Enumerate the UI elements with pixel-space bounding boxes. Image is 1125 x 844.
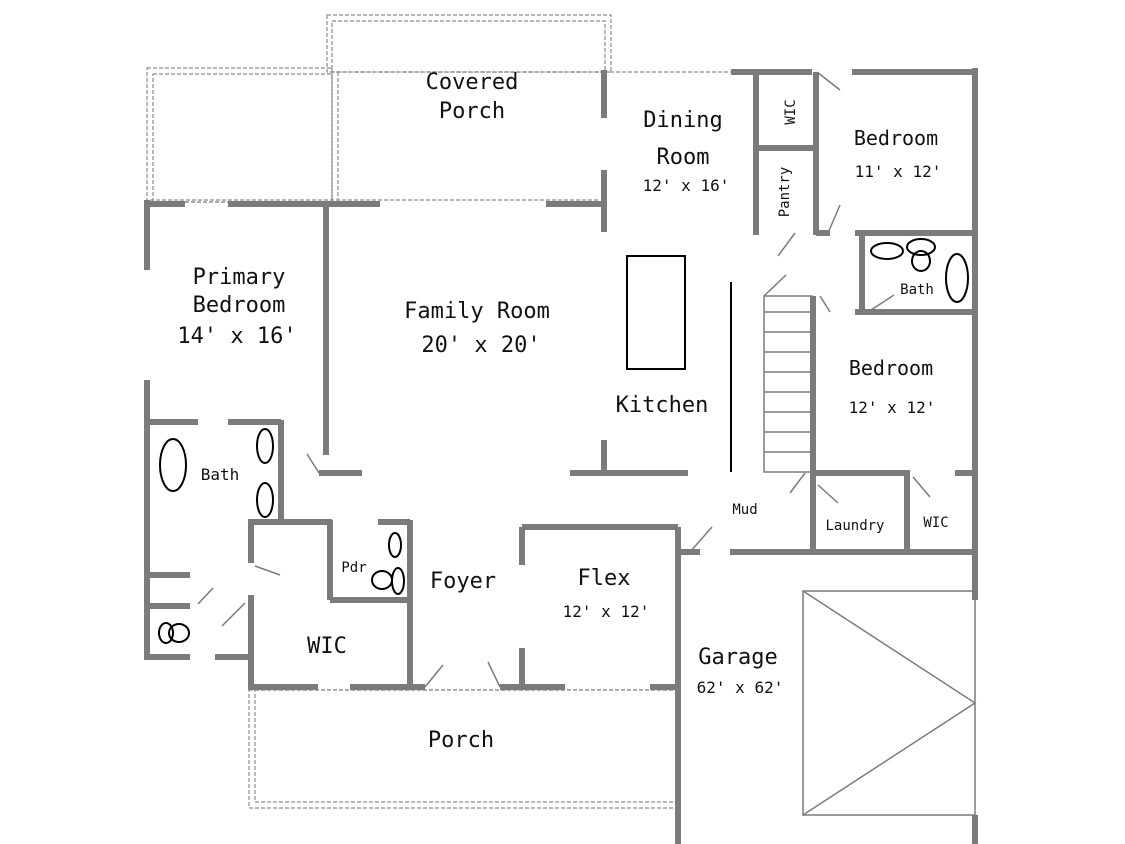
fixtures-thin [197, 71, 977, 816]
sink-icon [906, 238, 936, 256]
toilet-icon [391, 567, 405, 595]
porch-label: Porch [428, 728, 494, 753]
pdr-label: Pdr [341, 560, 366, 576]
door-swings [197, 71, 931, 688]
family-room-label: Family Room [404, 299, 550, 324]
sink-icon [256, 482, 274, 518]
family-room-size: 20' x 20' [421, 333, 540, 358]
wic-right-label: WIC [923, 515, 948, 531]
bedroom-lower-size: 12' x 12' [849, 398, 936, 417]
toilet-icon [158, 622, 174, 644]
plumbing [158, 238, 969, 644]
primary-bedroom-size: 14' x 16' [177, 324, 296, 349]
wic-primary-label: WIC [307, 634, 347, 659]
flex-size: 12' x 12' [563, 602, 650, 621]
room-labels: Covered Porch Dining Room 12' x 16' WIC … [177, 70, 948, 753]
mud-label: Mud [732, 502, 757, 518]
flex-label: Flex [578, 566, 631, 591]
sink-icon [388, 532, 402, 558]
laundry-label: Laundry [825, 518, 884, 534]
toilet-icon [911, 250, 931, 272]
bath-left-label: Bath [201, 465, 240, 484]
walls [144, 68, 978, 844]
bath-right-label: Bath [900, 282, 934, 298]
bedroom-lower-label: Bedroom [849, 356, 933, 380]
garage-size: 62' x 62' [697, 678, 784, 697]
sink-icon [870, 242, 904, 260]
sink-icon [256, 428, 274, 464]
garage-label: Garage [698, 645, 777, 670]
garage-door [802, 590, 977, 816]
pantry-label: Pantry [777, 167, 793, 218]
covered-porch-label: Covered [426, 70, 519, 95]
wic-upper-label: WIC [783, 99, 799, 124]
staircase [763, 295, 813, 473]
dining-room-label: Room [657, 145, 710, 170]
dining-room-label: Dining [643, 108, 722, 133]
primary-bedroom-label: Primary [193, 265, 286, 290]
primary-bedroom-label: Bedroom [193, 293, 286, 318]
kitchen-island [626, 255, 686, 370]
kitchen-label: Kitchen [616, 393, 709, 418]
dining-room-size: 12' x 16' [643, 176, 730, 195]
toilet-icon [371, 570, 393, 590]
bedroom-upper-size: 11' x 12' [855, 162, 942, 181]
foyer-label: Foyer [430, 569, 496, 594]
bathtub-icon [159, 438, 187, 492]
bedroom-upper-label: Bedroom [854, 126, 938, 150]
bathtub-icon [945, 253, 969, 303]
toilet-icon [168, 623, 190, 643]
covered-porch-label: Porch [439, 99, 505, 124]
